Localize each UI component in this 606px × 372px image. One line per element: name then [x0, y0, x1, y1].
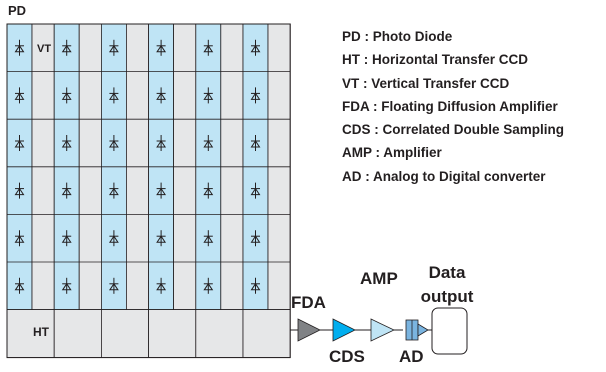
- photodiode-icon: [203, 277, 214, 294]
- photodiode-icon: [108, 135, 119, 151]
- photodiode-icon: [250, 277, 261, 294]
- fda-label: FDA: [291, 293, 326, 312]
- photodiode-icon: [108, 87, 119, 104]
- legend: PD : Photo Diode HT : Horizontal Transfe…: [342, 25, 564, 188]
- cds-amplifier-icon: [332, 318, 356, 342]
- horizontal-transfer-cell: [148, 309, 197, 359]
- legend-item-cds: CDS : Correlated Double Sampling: [342, 122, 565, 138]
- photodiode-icon: [250, 135, 261, 151]
- photodiode-icon: [203, 135, 214, 151]
- photodiode-icon: [108, 182, 119, 199]
- ad-label: AD: [399, 347, 424, 366]
- photodiode-icon: [156, 182, 167, 199]
- data-output-box: [431, 307, 468, 355]
- photodiode-icon: [203, 39, 214, 56]
- legend-item-fda: FDA : Floating Diffusion Amplifier: [342, 98, 558, 114]
- photodiode-icon: [250, 39, 261, 56]
- photodiode-icon: [14, 277, 25, 294]
- photodiode-icon: [61, 135, 72, 151]
- photodiode-icon: [203, 230, 214, 247]
- photodiode-icon: [108, 230, 119, 247]
- photodiode-icon: [250, 87, 261, 104]
- fda-amplifier-icon: [297, 318, 321, 342]
- horizontal-transfer-cell: [101, 309, 150, 359]
- photodiode-icon: [156, 230, 167, 247]
- horizontal-transfer-cell: [6, 309, 55, 359]
- horizontal-transfer-cell: [242, 309, 291, 359]
- photodiode-icon: [108, 39, 119, 56]
- photodiode-icon: [14, 230, 25, 247]
- photodiode-icon: [156, 87, 167, 104]
- photodiode-icon: [14, 182, 25, 199]
- photodiode-icon: [156, 277, 167, 294]
- data-output-label-line2: output: [421, 287, 474, 306]
- photodiode-icon: [156, 135, 167, 151]
- ht-label: HT: [33, 325, 50, 339]
- legend-item-vt: VT : Vertical Transfer CCD: [342, 75, 510, 91]
- legend-item-ht: HT : Horizontal Transfer CCD: [342, 52, 529, 68]
- photodiode-icon: [250, 230, 261, 247]
- photodiode-icon: [61, 87, 72, 104]
- cds-label: CDS: [329, 347, 365, 366]
- photodiode-icon: [61, 39, 72, 56]
- legend-item-ad: AD : Analog to Digital converter: [342, 168, 546, 184]
- photodiode-icon: [61, 277, 72, 294]
- photodiode-icon: [156, 39, 167, 56]
- array-border: [6, 23, 291, 359]
- photodiode-icon: [250, 182, 261, 199]
- legend-item-amp: AMP : Amplifier: [342, 145, 442, 161]
- data-output-label-line1: Data: [429, 263, 466, 282]
- signal-chain: [290, 307, 468, 355]
- photodiode-icon: [203, 87, 214, 104]
- photodiode-icon: [61, 230, 72, 247]
- photodiode-icon: [203, 182, 214, 199]
- amp-label: AMP: [360, 269, 398, 288]
- photodiode-icon: [14, 39, 25, 56]
- pd-label: PD: [8, 3, 26, 18]
- horizontal-transfer-cell: [53, 309, 102, 359]
- photodiode-icon: [61, 182, 72, 199]
- photodiode-icon: [14, 135, 25, 151]
- photodiode-icon: [108, 277, 119, 294]
- horizontal-transfer-cell: [195, 309, 244, 359]
- amp-amplifier-icon: [370, 318, 395, 342]
- ccd-pixel-array: [6, 23, 291, 359]
- photodiode-icon: [14, 87, 25, 104]
- legend-item-pd: PD : Photo Diode: [342, 29, 453, 44]
- vt-label: VT: [37, 43, 51, 55]
- ad-arrow-icon: [417, 323, 429, 337]
